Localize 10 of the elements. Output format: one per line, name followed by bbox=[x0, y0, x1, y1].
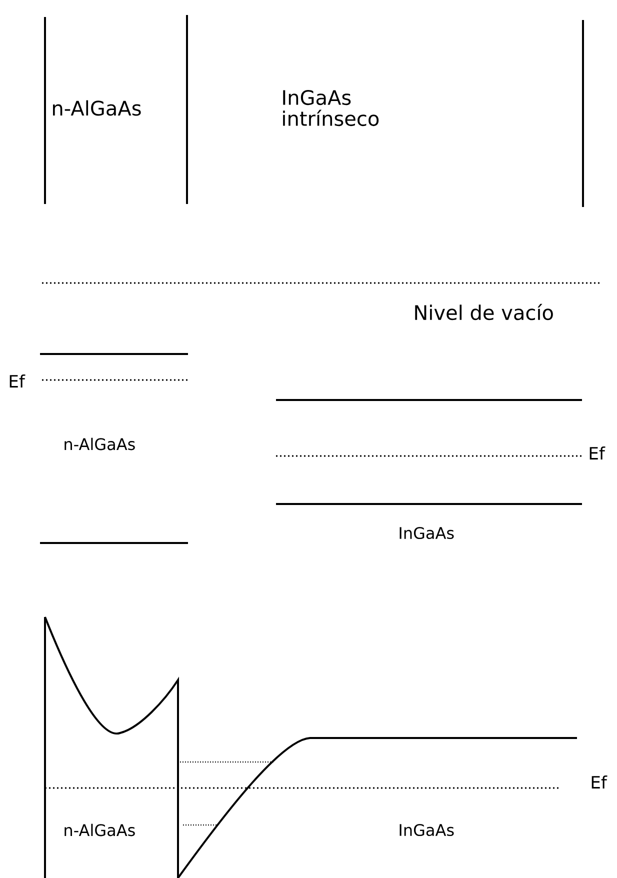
layer-label: n-AlGaAs bbox=[64, 438, 135, 450]
layer-label: n-AlGaAs bbox=[53, 100, 141, 116]
level-label: Ef bbox=[590, 446, 606, 460]
level-label: Nivel de vacío bbox=[415, 304, 553, 320]
layer-label: InGaAs bbox=[400, 526, 454, 540]
layer-label: InGaAs bbox=[400, 824, 454, 836]
level-label: Ef bbox=[592, 776, 608, 788]
layer-label: InGaAs intrínseco bbox=[283, 90, 379, 126]
level-label: Ef bbox=[10, 374, 26, 388]
layer-label: n-AlGaAs bbox=[64, 824, 135, 836]
